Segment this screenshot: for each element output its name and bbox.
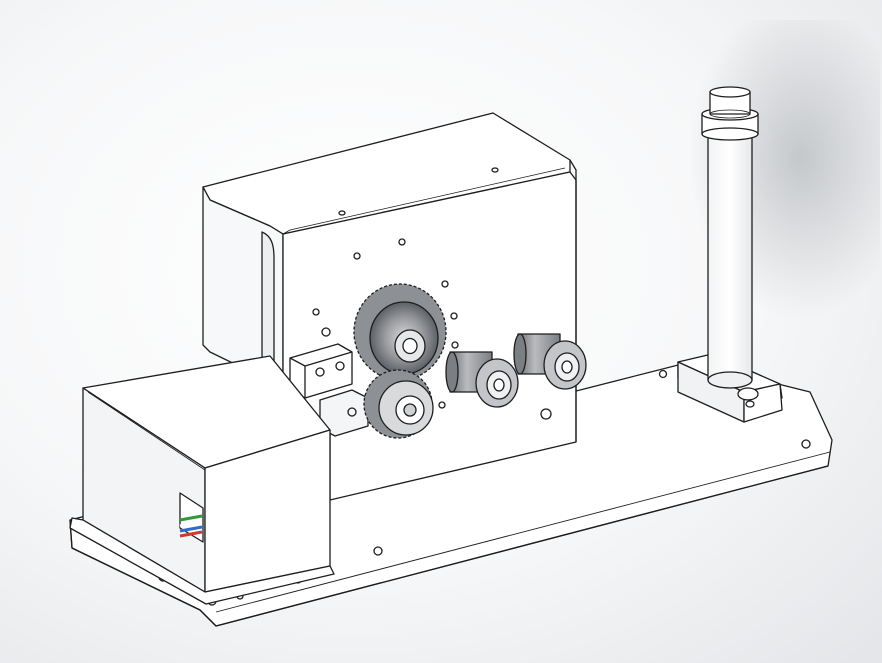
clamp-block[interactable] bbox=[289, 343, 369, 437]
drive-gear-upper[interactable] bbox=[353, 283, 447, 381]
vertical-post[interactable] bbox=[701, 86, 759, 389]
motor-box[interactable] bbox=[69, 355, 335, 605]
wire-connector[interactable] bbox=[179, 492, 204, 543]
drive-gear-lower[interactable] bbox=[363, 369, 434, 439]
roller-center[interactable] bbox=[445, 351, 519, 408]
roller-right[interactable] bbox=[513, 333, 587, 390]
